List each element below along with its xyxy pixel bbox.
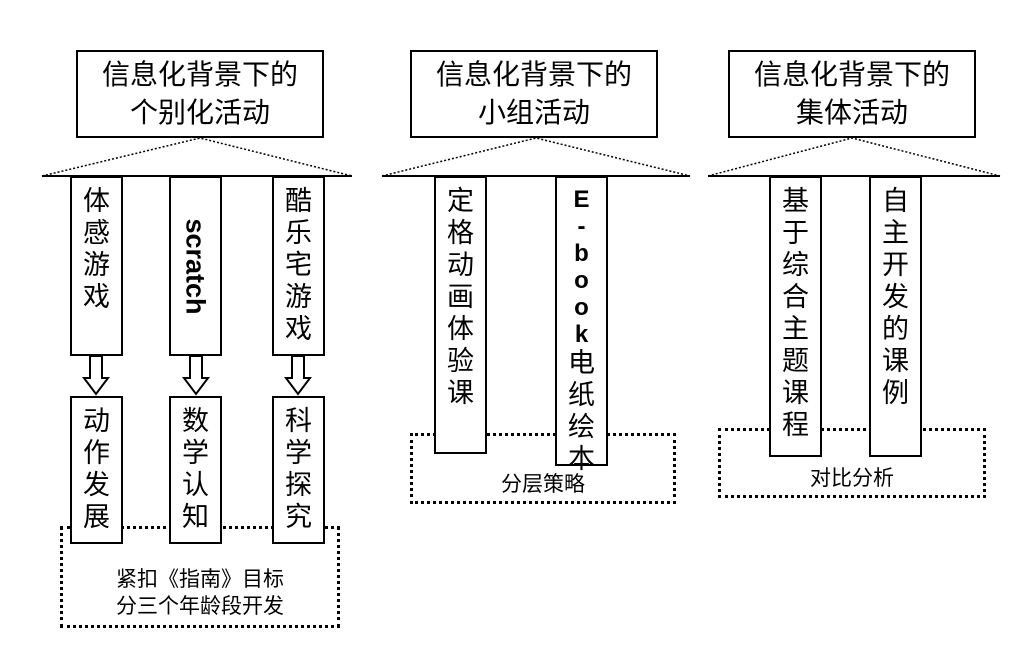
group1-top-item-2: scratch	[169, 176, 222, 356]
group1-bottom-item-2: 数学认知	[169, 396, 222, 544]
arrow-down-icon	[284, 355, 312, 396]
group3-note-frame	[718, 428, 986, 498]
group2-title: 信息化背景下的 小组活动	[410, 50, 658, 138]
group1-top-item-3: 酷乐宅游戏	[272, 176, 325, 356]
group3-item-1: 基于综合主题课程	[769, 176, 822, 457]
group1-top-item-2-label: scratch	[181, 217, 211, 315]
group3-triangle	[707, 137, 1001, 177]
group3-title: 信息化背景下的 集体活动	[728, 50, 976, 138]
group3-item-2: 自主开发的课例	[869, 176, 922, 457]
group1-bottom-item-1: 动作发展	[70, 396, 123, 544]
group1-title: 信息化背景下的 个别化活动	[76, 50, 324, 138]
group2-item-1: 定格动画体验课	[434, 176, 487, 454]
group1-bottom-item-3: 科学探究	[272, 396, 325, 544]
group1-triangle	[41, 137, 353, 177]
arrow-down-icon	[82, 355, 110, 396]
group1-note: 紧扣《指南》目标 分三个年龄段开发	[116, 568, 284, 618]
group2-note: 分层策略	[501, 473, 585, 496]
group2-note-frame	[410, 433, 676, 504]
group1-top-item-1: 体感游戏	[70, 176, 123, 356]
group3-note: 对比分析	[810, 467, 894, 490]
group2-triangle	[381, 137, 691, 177]
arrow-down-icon	[182, 355, 210, 396]
